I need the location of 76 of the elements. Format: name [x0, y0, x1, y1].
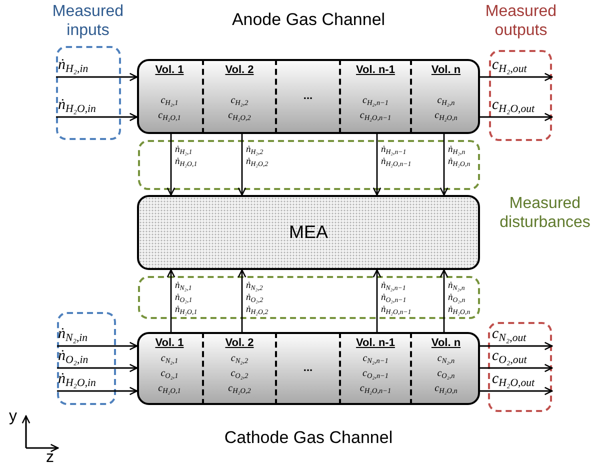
axis-label: y	[9, 408, 18, 426]
concentration-label: c$_{H₂O,2}$	[228, 382, 251, 396]
concentration-label: c$_{H₂O,2}$	[228, 109, 251, 123]
arrow	[57, 364, 138, 372]
arrow	[56, 72, 138, 82]
arrow	[57, 386, 138, 396]
arrow	[57, 342, 138, 350]
ellipsis-label: ...	[303, 90, 313, 103]
volume-label: Vol. 2	[225, 337, 254, 350]
arrow	[56, 112, 138, 122]
volume-label: Vol. n-1	[356, 64, 395, 77]
flow-label: ṅ$_{N₂,2}$ ṅ$_{O₂,2}$ ṅ$_{H₂O,2}$	[246, 280, 268, 316]
flow-label: ṅ$_{N₂,in}$	[58, 325, 88, 343]
concentration-label: c$_{H₂O,n−1}$	[360, 109, 392, 123]
concentration-label: c$_{H₂,n}$	[437, 94, 455, 108]
axis-label: z	[46, 449, 55, 467]
concentration-label: c$_{N₂,1}$	[160, 352, 178, 366]
volume-label: Vol. 1	[155, 64, 184, 77]
flow-label: ṅ$_{N₂,n}$ ṅ$_{O₂,n}$ ṅ$_{H₂O,n}$	[448, 280, 470, 316]
volume-label: Vol. n	[431, 337, 461, 350]
channel-title: Anode Gas Channel	[230, 10, 386, 29]
output-frame	[488, 322, 552, 412]
arrow	[480, 342, 553, 350]
arrow	[480, 72, 553, 82]
flow-label: ṅ$_{H₂O,in}$	[58, 96, 96, 114]
flow-label: ṅ$_{H₂,n}$ ṅ$_{H₂O,n}$	[448, 144, 470, 168]
flow-label: ṅ$_{H₂O,in}$	[58, 370, 96, 388]
concentration-label: c$_{H₂O,1}$	[158, 109, 181, 123]
volume-label: Vol. n	[431, 64, 461, 77]
group-heading: Measured disturbances	[498, 194, 592, 232]
concentration-label: c$_{H₂O,n−1}$	[360, 382, 392, 396]
concentration-label: c$_{O₂,n−1}$	[362, 367, 388, 381]
concentration-label: c$_{O₂,1}$	[160, 367, 178, 381]
concentration-label: c$_{N₂,n}$	[437, 352, 455, 366]
concentration-label: c$_{H₂O,n}$	[434, 109, 458, 123]
arrow	[166, 269, 176, 332]
flow-label: ṅ$_{H₂,n−1}$ ṅ$_{H₂O,n−1}$	[381, 144, 412, 168]
arrow	[440, 134, 448, 196]
flow-label: ṅ$_{N₂,1}$ ṅ$_{O₂,1}$ ṅ$_{H₂O,1}$	[175, 280, 198, 316]
concentration-label: c$_{H₂,2}$	[230, 94, 248, 108]
flow-label: ṅ$_{H₂,in}$	[58, 56, 88, 74]
arrow	[238, 269, 246, 332]
concentration-label: c$_{N₂,2}$	[230, 352, 248, 366]
input-frame	[57, 312, 116, 405]
flow-label: c$_{H₂O,out}$	[492, 370, 535, 388]
arrow	[480, 364, 553, 372]
flow-label: c$_{H₂,out}$	[492, 56, 527, 74]
volume-label: Vol. n-1	[356, 337, 395, 350]
concentration-label: c$_{H₂,1}$	[160, 94, 178, 108]
flow-label: ṅ$_{H₂,1}$ ṅ$_{H₂O,1}$	[175, 144, 198, 168]
arrow	[440, 269, 448, 332]
volume-label: Vol. 1	[155, 337, 184, 350]
flow-label: ṅ$_{N₂,n−1}$ ṅ$_{O₂,n−1}$ ṅ$_{H₂O,n−1}$	[381, 280, 412, 316]
flow-label: ṅ$_{O₂,in}$	[58, 347, 88, 365]
ellipsis-label: ...	[303, 362, 313, 375]
flow-label: c$_{N₂,out}$	[492, 325, 526, 343]
flow-label: ṅ$_{H₂,2}$ ṅ$_{H₂O,2}$	[246, 144, 268, 168]
flow-label: c$_{H₂O,out}$	[492, 96, 535, 114]
concentration-label: c$_{H₂O,n}$	[434, 382, 458, 396]
arrow	[372, 134, 382, 196]
mea-box: MEA	[137, 195, 480, 270]
arrow	[372, 269, 382, 332]
group-heading: Measured outputs	[484, 2, 558, 40]
arrow	[166, 134, 176, 196]
arrow	[480, 386, 553, 396]
concentration-label: c$_{O₂,2}$	[230, 367, 248, 381]
channel-title: Cathode Gas Channel	[223, 428, 394, 447]
concentration-label: c$_{H₂,n−1}$	[362, 94, 388, 108]
concentration-label: c$_{N₂,n−1}$	[362, 352, 388, 366]
group-heading: Measured inputs	[51, 2, 125, 40]
flow-label: c$_{O₂,out}$	[492, 347, 527, 365]
volume-label: Vol. 2	[225, 64, 254, 77]
concentration-label: c$_{O₂,n}$	[437, 367, 455, 381]
arrow	[238, 134, 246, 196]
arrow	[480, 112, 553, 122]
concentration-label: c$_{H₂O,1}$	[158, 382, 181, 396]
